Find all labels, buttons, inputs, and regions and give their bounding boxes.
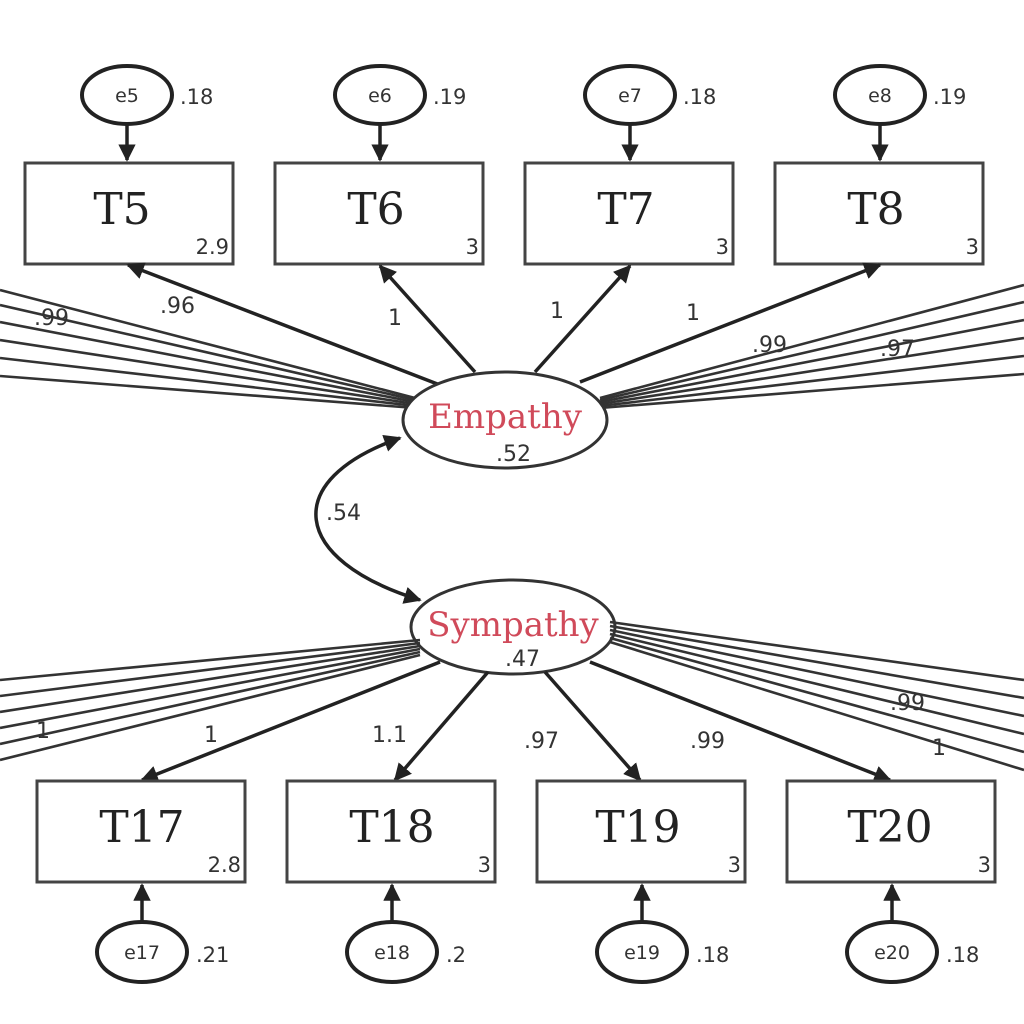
svg-text:e19: e19 xyxy=(624,942,660,964)
loading-label-T19: .97 xyxy=(524,729,559,754)
covariance-arc xyxy=(314,434,422,604)
loading-label-T6: 1 xyxy=(388,306,402,331)
offscreen-loadings-left-top xyxy=(0,288,416,410)
svg-text:.21: .21 xyxy=(196,943,229,967)
error-term-e6: e6 .19 xyxy=(333,64,466,126)
indicator-T18: T18 3 xyxy=(285,779,497,884)
svg-text:3: 3 xyxy=(478,853,491,877)
svg-text:T5: T5 xyxy=(93,184,150,235)
svg-text:3: 3 xyxy=(966,235,979,259)
offscreen-loadings-right-top xyxy=(599,283,1024,410)
svg-text:e20: e20 xyxy=(874,942,910,964)
svg-text:3: 3 xyxy=(716,235,729,259)
loading-label-T20: .99 xyxy=(690,729,725,754)
error-term-e7: e7 .18 xyxy=(583,64,716,126)
offscreen-loadings-left-bottom xyxy=(0,638,421,762)
loading-label-T5: .96 xyxy=(160,294,195,319)
indicator-T20: T20 3 xyxy=(785,779,997,884)
svg-text:.2: .2 xyxy=(446,943,466,967)
loading-label-right-a-bottom: .99 xyxy=(890,691,925,716)
svg-text:T17: T17 xyxy=(99,802,184,853)
svg-text:3: 3 xyxy=(728,853,741,877)
loading-path-T17 xyxy=(140,660,441,783)
latent-sympathy-name: Sympathy xyxy=(427,605,599,645)
latent-empathy-variance: .52 xyxy=(496,442,531,467)
loading-path-T8 xyxy=(579,262,882,384)
svg-text:T20: T20 xyxy=(847,802,932,853)
svg-text:3: 3 xyxy=(978,853,991,877)
latent-empathy: Empathy .52 xyxy=(401,370,609,470)
error-term-e19: e19 .18 xyxy=(595,920,729,984)
svg-text:.18: .18 xyxy=(696,943,729,967)
loading-label-left-offscreen-bottom: 1 xyxy=(36,719,50,744)
loading-path-T6 xyxy=(378,264,477,374)
svg-text:.19: .19 xyxy=(933,85,966,109)
svg-text:.18: .18 xyxy=(683,85,716,109)
loading-path-T5 xyxy=(126,262,441,387)
loading-path-T7 xyxy=(533,264,632,374)
svg-text:e5: e5 xyxy=(115,85,139,107)
indicator-T17: T17 2.8 xyxy=(35,779,247,884)
indicator-T7: T7 3 xyxy=(523,161,735,266)
svg-text:.18: .18 xyxy=(946,943,979,967)
svg-text:e6: e6 xyxy=(368,85,392,107)
error-term-e5: e5 .18 xyxy=(80,64,213,126)
svg-text:T19: T19 xyxy=(595,802,680,853)
error-term-e17: e17 .21 xyxy=(95,920,229,984)
loading-label-left-offscreen: .99 xyxy=(34,306,69,331)
latent-sympathy-variance: .47 xyxy=(505,647,540,672)
loading-label-T17: 1 xyxy=(204,723,218,748)
indicator-T19: T19 3 xyxy=(535,779,747,884)
error-term-e8: e8 .19 xyxy=(833,64,966,126)
indicator-T6: T6 3 xyxy=(273,161,485,266)
svg-text:e8: e8 xyxy=(868,85,892,107)
loading-label-right-b: .97 xyxy=(880,337,915,362)
svg-text:.18: .18 xyxy=(180,85,213,109)
loading-label-right-a: .99 xyxy=(752,333,787,358)
loading-label-right-b-bottom: 1 xyxy=(932,736,946,761)
error-term-e20: e20 .18 xyxy=(845,920,979,984)
latent-empathy-name: Empathy xyxy=(428,397,583,437)
svg-text:2.8: 2.8 xyxy=(208,853,241,877)
covariance-label: .54 xyxy=(326,501,361,526)
svg-text:T18: T18 xyxy=(349,802,434,853)
svg-text:e18: e18 xyxy=(374,942,410,964)
loading-path-T20 xyxy=(589,660,892,783)
svg-text:e17: e17 xyxy=(124,942,160,964)
svg-text:3: 3 xyxy=(466,235,479,259)
offscreen-loadings-right-bottom xyxy=(609,620,1024,772)
svg-text:.19: .19 xyxy=(433,85,466,109)
svg-text:e7: e7 xyxy=(618,85,642,107)
error-term-e18: e18 .2 xyxy=(345,920,466,984)
loading-label-T18: 1.1 xyxy=(372,723,407,748)
loading-label-T8: 1 xyxy=(686,301,700,326)
latent-sympathy: Sympathy .47 xyxy=(409,578,617,676)
svg-text:T6: T6 xyxy=(347,184,404,235)
svg-text:T8: T8 xyxy=(847,184,904,235)
loading-path-T19 xyxy=(543,670,642,782)
svg-text:2.9: 2.9 xyxy=(196,235,229,259)
loading-path-T18 xyxy=(393,670,490,782)
indicator-T8: T8 3 xyxy=(773,161,985,266)
indicator-T5: T5 2.9 xyxy=(23,161,235,266)
loading-label-T7: 1 xyxy=(550,299,564,324)
svg-text:T7: T7 xyxy=(597,184,654,235)
